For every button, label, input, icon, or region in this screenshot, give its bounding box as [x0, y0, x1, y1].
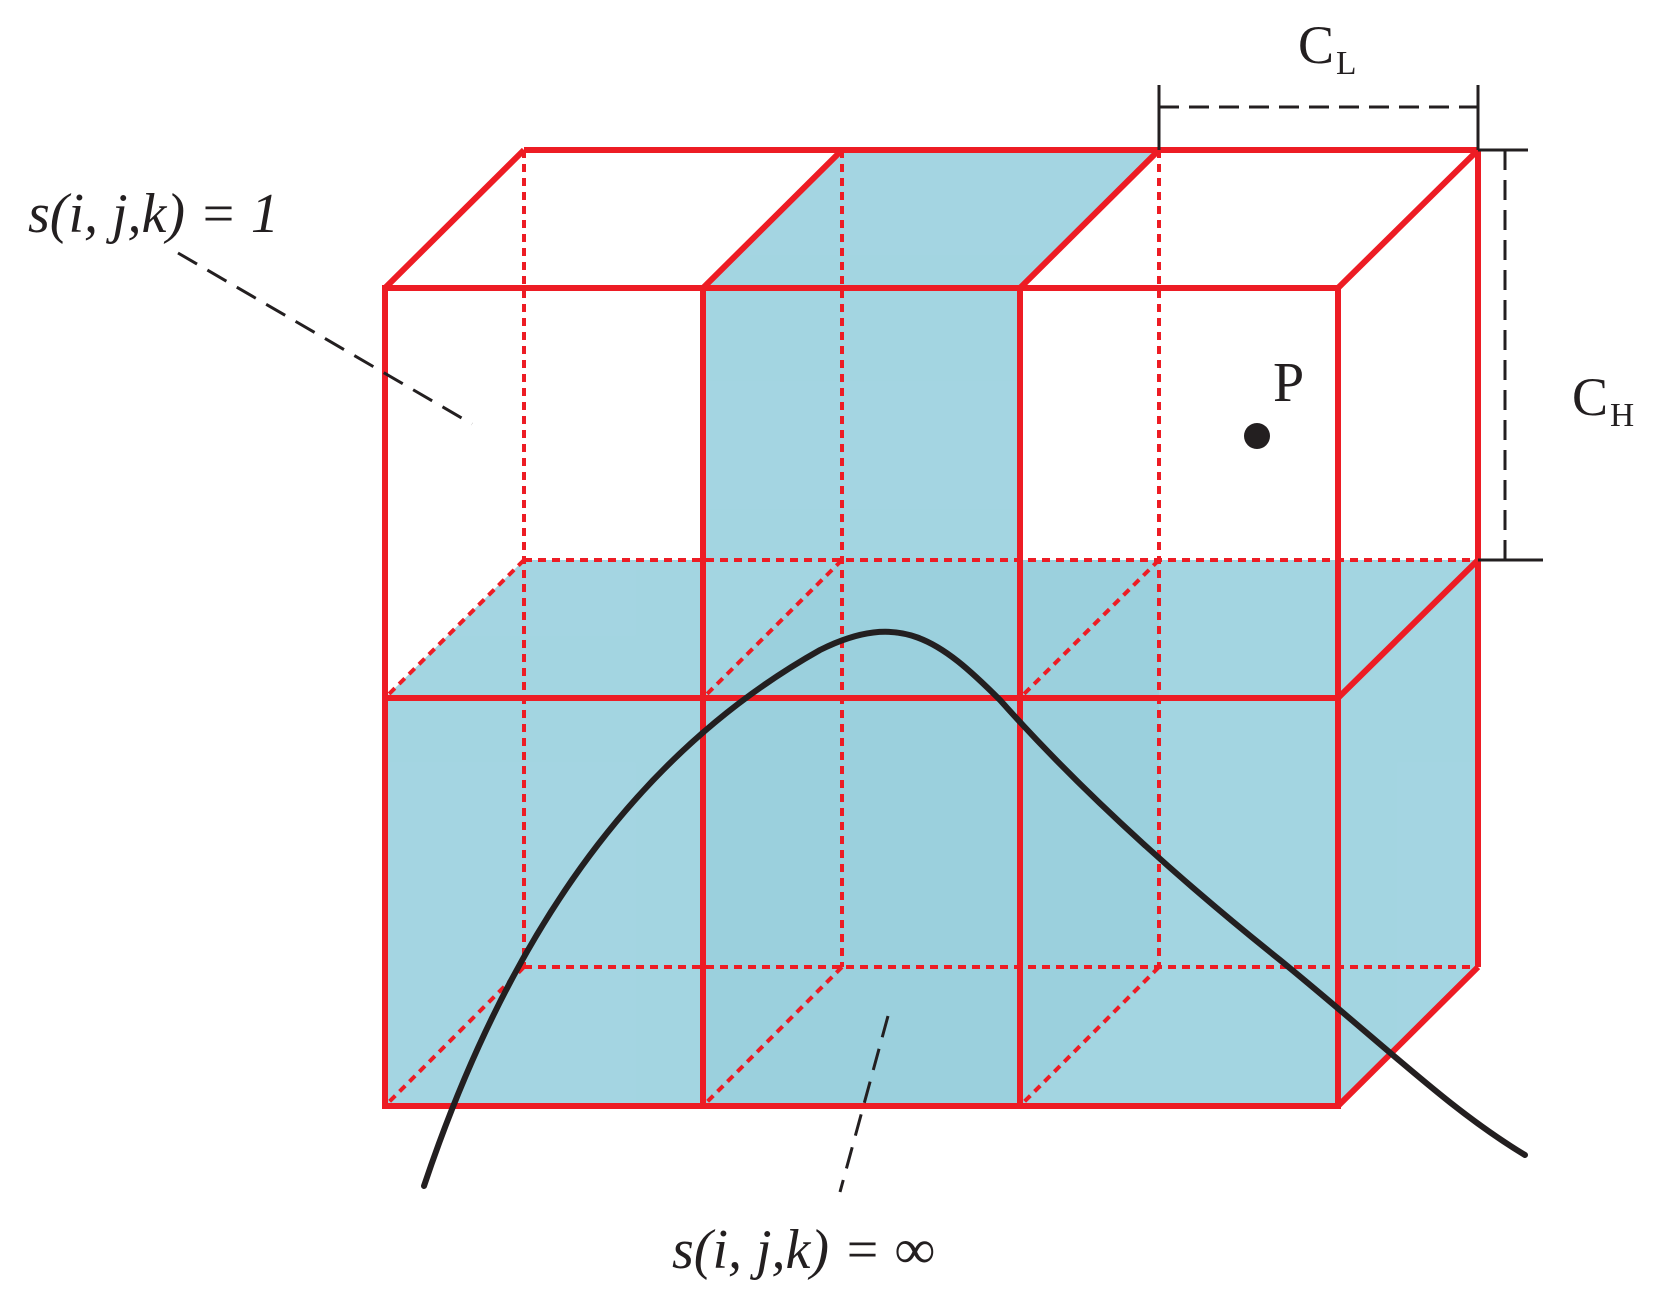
hidden-depth-edge [1018, 558, 1161, 700]
obstacle-cell-label: s(i, j,k) = ∞ [672, 1219, 935, 1281]
point-p-label: P [1273, 352, 1305, 414]
visible-grid-edges [382, 147, 1481, 1109]
top-depth-edge [382, 147, 527, 291]
cell-length-dimension [1157, 85, 1480, 150]
obstacle-fill-regions [385, 150, 1478, 1106]
top-depth-edge [700, 147, 845, 291]
right-bottom-depth-edge [1335, 964, 1481, 1109]
right-middle-depth-edge [1335, 557, 1481, 701]
top-depth-edge [1335, 147, 1481, 291]
point-p-marker [1244, 423, 1270, 449]
free-cell-label: s(i, j,k) = 1 [28, 183, 279, 245]
hidden-depth-edge [383, 558, 526, 700]
free-cell-leader-line [177, 251, 473, 426]
top-depth-edge [1017, 147, 1162, 291]
cell-height-dimension [1478, 148, 1543, 562]
hidden-depth-edge [701, 965, 844, 1108]
hidden-depth-edge [701, 558, 844, 700]
bottom-slab-side-face [1338, 560, 1478, 1106]
trajectory-curve [421, 628, 1528, 1189]
hidden-grid-edges [383, 150, 1478, 1108]
hidden-depth-edge [383, 965, 526, 1108]
obstacle-cell-leader-line [838, 1015, 890, 1193]
middle-column-top-face [703, 150, 1159, 288]
cell-height-subscript: H [1610, 396, 1635, 434]
cell-length-label: CL [1298, 18, 1356, 80]
cell-length-subscript: L [1336, 44, 1357, 82]
hidden-depth-edge [1018, 965, 1161, 1108]
cell-height-label: CH [1572, 370, 1634, 432]
cell-length-main: C [1298, 15, 1335, 75]
cell-height-main: C [1572, 367, 1609, 427]
